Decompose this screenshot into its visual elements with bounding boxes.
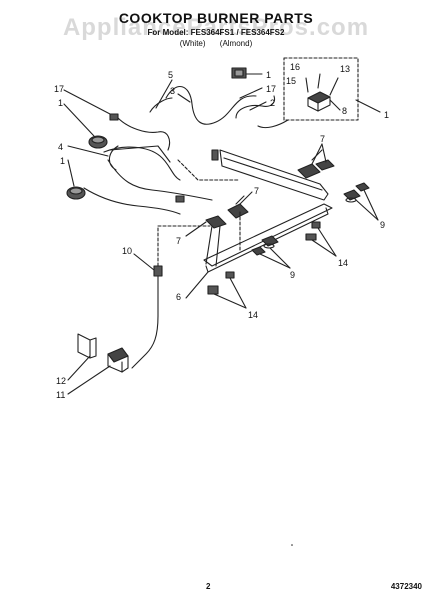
manifold-upper bbox=[219, 149, 329, 201]
callout-8: 8 bbox=[342, 106, 347, 116]
valve-mid bbox=[227, 195, 249, 219]
leader-7-mid bbox=[239, 191, 253, 205]
document-code: 4372340 bbox=[390, 582, 422, 591]
callout-1-mid: 1 bbox=[60, 156, 65, 166]
leader-11 bbox=[67, 365, 111, 395]
callout-7-left: 7 bbox=[176, 236, 181, 246]
gas-tube-10 bbox=[131, 265, 159, 369]
leader-4 bbox=[67, 145, 109, 157]
connector-top bbox=[231, 67, 247, 79]
leader-6 bbox=[185, 271, 209, 299]
leader-14-right-b bbox=[317, 227, 337, 257]
leader-17-right bbox=[239, 87, 263, 99]
wire-loop-4 bbox=[103, 145, 213, 201]
clip-3 bbox=[207, 285, 219, 295]
leader-17-top bbox=[63, 89, 111, 115]
clip-1 bbox=[305, 233, 317, 241]
leader-10 bbox=[133, 253, 155, 271]
connector-small-3 bbox=[175, 195, 185, 203]
callout-9-right: 9 bbox=[380, 220, 385, 230]
callout-7-top: 7 bbox=[320, 134, 325, 144]
callout-4: 4 bbox=[58, 142, 63, 152]
color-white: (White) bbox=[179, 39, 206, 48]
leader-9-mid-b bbox=[259, 253, 291, 269]
wire-harness-17 bbox=[117, 117, 171, 151]
bracket-12 bbox=[77, 333, 97, 359]
callout-14-right: 14 bbox=[338, 258, 348, 268]
callout-17-top: 17 bbox=[54, 84, 64, 94]
leader-14-right-a bbox=[311, 239, 337, 257]
color-almond: (Almond) bbox=[219, 39, 253, 48]
tube-fitting bbox=[153, 265, 163, 277]
leader-14-bottom-b bbox=[229, 277, 247, 309]
manifold-lower bbox=[203, 203, 333, 267]
callout-1-top-right: 1 bbox=[266, 70, 271, 80]
callout-1-right: 1 bbox=[384, 110, 389, 120]
wire-harness-2 bbox=[235, 95, 276, 119]
callout-1-top: 1 bbox=[58, 98, 63, 108]
leader-12 bbox=[67, 355, 91, 381]
leader-5 bbox=[155, 79, 173, 109]
leader-2 bbox=[249, 101, 267, 111]
callout-11: 11 bbox=[56, 390, 65, 400]
page-number: 2 bbox=[206, 582, 211, 591]
valve-left bbox=[205, 215, 227, 229]
model-subtitle: For Model: FES364FS1 / FES364FS2 bbox=[147, 28, 285, 37]
callout-9-mid: 9 bbox=[290, 270, 295, 280]
stray-mark bbox=[291, 544, 293, 546]
leader-9-right-a bbox=[355, 199, 379, 221]
watermark: AppliancePartsPros.com bbox=[62, 14, 370, 41]
page-title: COOKTOP BURNER PARTS bbox=[118, 10, 314, 26]
valve-upper-2 bbox=[315, 159, 335, 171]
clip-2 bbox=[311, 221, 321, 229]
callout-10: 10 bbox=[122, 246, 132, 256]
igniter-top-left bbox=[88, 135, 108, 149]
callout-14-bottom: 14 bbox=[248, 310, 258, 320]
leader-14-bottom-a bbox=[213, 293, 247, 309]
leader-7-top-a bbox=[311, 143, 323, 165]
callout-6: 6 bbox=[176, 292, 181, 302]
dashed-guide-tube bbox=[157, 225, 211, 267]
connector-small-1 bbox=[109, 113, 119, 121]
regulator-11 bbox=[107, 347, 129, 373]
callout-16: 16 bbox=[290, 62, 300, 72]
leader-9-right-b bbox=[363, 189, 379, 221]
leader-1-mid bbox=[67, 159, 75, 187]
leader-3 bbox=[177, 93, 191, 103]
orifice-1 bbox=[343, 189, 361, 203]
wire-harness-2b bbox=[257, 119, 289, 129]
orifice-3 bbox=[261, 235, 279, 249]
orifice-2 bbox=[355, 182, 370, 192]
wire-lower-left bbox=[83, 187, 181, 215]
leader-1-right bbox=[355, 99, 381, 113]
igniter-mid-left bbox=[66, 186, 86, 200]
callout-5: 5 bbox=[168, 70, 173, 80]
wire-harness-5 bbox=[149, 97, 173, 113]
callout-15: 15 bbox=[286, 76, 296, 86]
callout-17-right: 17 bbox=[266, 84, 276, 94]
switch-assembly-inset bbox=[305, 73, 339, 112]
callout-13: 13 bbox=[340, 64, 350, 74]
callout-labels: 17 1 5 3 1 17 2 16 15 13 8 1 4 1 7 7 7 9… bbox=[54, 62, 389, 400]
callout-7-mid: 7 bbox=[254, 186, 259, 196]
callout-3: 3 bbox=[170, 86, 175, 96]
leader-9-mid-a bbox=[269, 247, 291, 269]
wire-harness-3 bbox=[165, 86, 257, 125]
color-options: (White) (Almond) bbox=[0, 39, 432, 48]
leader-7-top-b bbox=[321, 143, 327, 163]
leader-8 bbox=[329, 99, 341, 111]
connector-small-2 bbox=[211, 149, 219, 161]
callout-2: 2 bbox=[270, 98, 275, 108]
inset-box bbox=[283, 57, 359, 121]
callout-12: 12 bbox=[56, 376, 66, 386]
leader-7-left bbox=[185, 221, 207, 237]
wire-loop-4b bbox=[109, 145, 171, 163]
clip-4 bbox=[225, 271, 235, 279]
manifold-side-pipe bbox=[205, 225, 221, 267]
leader-1-top bbox=[63, 103, 95, 137]
orifice-4 bbox=[251, 246, 266, 256]
